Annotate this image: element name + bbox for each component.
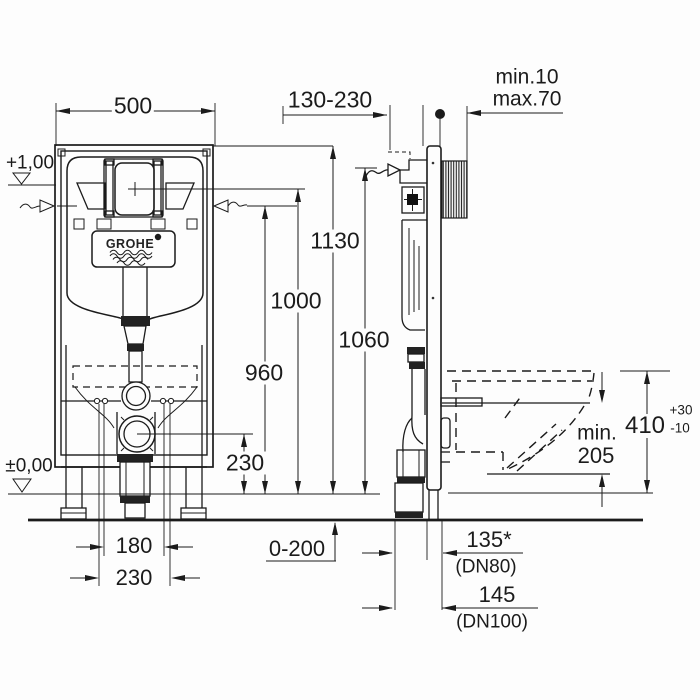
side-view — [365, 105, 483, 610]
dim-dn100-value-label: 145 — [478, 582, 516, 607]
dim-fixing-outer-label: 230 — [115, 565, 153, 590]
wall-reference-dot-icon — [435, 109, 445, 119]
dim-wall-offset-label: 130-230 — [287, 86, 373, 113]
level-marker-icon — [12, 478, 32, 493]
dim-frame-width-label: 500 — [111, 92, 155, 119]
dim-frame-height-label: 1130 — [308, 227, 362, 254]
dim-floor-adjustment-label: 0-200 — [268, 536, 326, 561]
bowl-reference-lines — [442, 402, 610, 475]
toilet-bowl-outline — [447, 370, 597, 472]
front-view — [54, 144, 214, 586]
dim-dn80-value-label: 135* — [466, 527, 512, 552]
brand-logo: GROHE — [105, 236, 155, 251]
dim-flush-plate-height-label: 1000 — [268, 287, 324, 314]
dim-plate-clearance-max-label: max.70 — [492, 87, 562, 111]
wall-hatch-block — [441, 160, 468, 219]
dim-supply-height-label: 960 — [242, 359, 286, 386]
level-upper-label: +1,00 — [5, 152, 55, 174]
supply-arrow-icon — [212, 199, 229, 213]
wall-arrow-icon — [365, 169, 389, 177]
dim-side-frame-height-label: 1060 — [336, 326, 392, 353]
dim-plate-clearance-min-label: min.10 — [495, 65, 559, 89]
dim-bowl-min-label: min. — [575, 421, 619, 445]
dim-fixing-inner-label: 180 — [115, 533, 153, 558]
dim-bowl-min-value-label: 205 — [575, 443, 617, 468]
dim-dn100-label: (DN100) — [456, 611, 528, 633]
level-marker-icon — [11, 172, 32, 185]
dim-tolerance-plus-label: +30 — [669, 402, 693, 418]
level-floor-label: ±0,00 — [5, 455, 53, 477]
reference-lines — [8, 145, 653, 522]
registered-dot-icon — [154, 233, 162, 241]
supply-arrow-icon — [19, 203, 41, 209]
grohe-wave-icon — [109, 249, 153, 266]
dim-dn80-label: (DN80) — [455, 556, 517, 578]
dim-bowl-rim-height-label: 410 — [622, 412, 668, 439]
dim-outlet-height-label: 230 — [223, 449, 267, 476]
dim-tolerance-minus-label: -10 — [670, 420, 690, 436]
bolt-icon — [407, 194, 418, 205]
